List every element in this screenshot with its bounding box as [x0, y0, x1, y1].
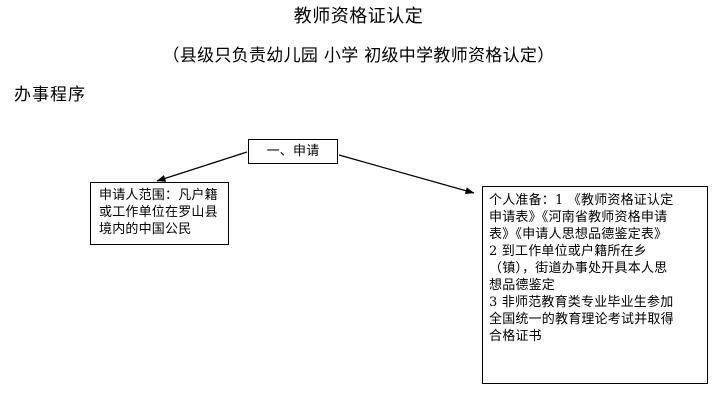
flow-node-applicant-scope[interactable]: 申请人范围：凡户籍 或工作单位在罗山县 境内的中国公民: [90, 182, 229, 245]
arrow-apply-to-prep: [338, 154, 475, 195]
page-subtitle: （县级只负责幼儿园 小学 初级中学教师资格认定）: [162, 46, 555, 66]
section-heading-procedure: 办事程序: [14, 85, 86, 105]
arrow-apply-to-scope: [156, 151, 248, 182]
flow-node-apply-label: 一、申请: [266, 144, 320, 159]
page-title: 教师资格证认定: [293, 6, 424, 27]
flow-node-applicant-scope-label: 申请人范围：凡户籍 或工作单位在罗山县 境内的中国公民: [99, 188, 218, 237]
flow-node-apply[interactable]: 一、申请: [248, 139, 338, 164]
flow-node-personal-preparation-label: 个人准备：1 《教师资格证认定 申请表》《河南省教师资格申请 表》《申请人思想品…: [489, 193, 674, 344]
flow-node-personal-preparation[interactable]: 个人准备：1 《教师资格证认定 申请表》《河南省教师资格申请 表》《申请人思想品…: [482, 186, 708, 384]
